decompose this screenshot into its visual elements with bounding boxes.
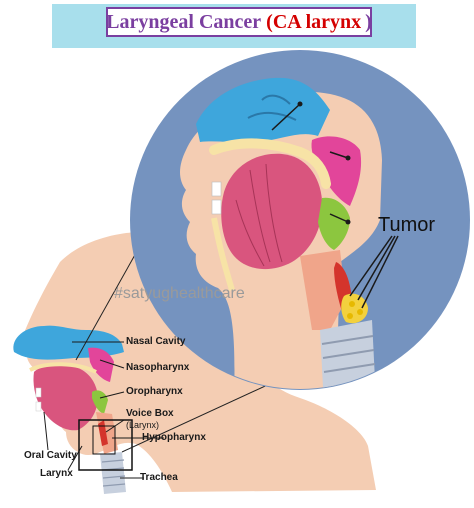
label-larynx-paren: (Larynx) [126,420,160,430]
title-box: Laryngeal Cancer (CA larynx ) [106,7,372,37]
zoom-palate [209,138,331,189]
nasopharynx-region [88,347,114,382]
label-oropharynx: Oropharynx [126,386,183,397]
palate [29,362,97,374]
title-close-paren: ) [365,10,372,33]
title-text: Laryngeal Cancer [106,10,262,33]
small-head [13,231,376,494]
ptr-voice-box [105,419,125,433]
label-trachea: Trachea [140,472,178,483]
tumor-pointer-3 [361,235,399,309]
larynx-box-inner [92,425,116,455]
zoom-trachea [320,320,376,389]
label-oral-cavity: Oral Cavity [24,450,77,461]
larynx-box-outer [78,419,133,471]
ptr-oropharynx [99,391,125,399]
zoom-nasal-cavity [196,77,330,143]
ptr-nasopharynx [99,359,125,369]
ptr-oral-cavity [43,411,49,451]
label-nasopharynx: Nasopharynx [126,362,190,373]
title-abbrev: (CA larynx [266,10,362,33]
label-hypopharynx: Hypopharynx [142,432,206,443]
ptr-larynx [67,445,83,471]
label-nasal-cavity: Nasal Cavity [126,336,186,347]
watermark: #satyughealthcare [114,285,245,302]
label-larynx: Larynx [40,468,73,479]
label-voice-box: Voice Box [126,408,174,419]
oropharynx-region [92,390,108,414]
oral-region [33,365,98,431]
tumor-pointer-2 [357,235,396,301]
zoom-nasopharynx [311,136,362,206]
tumor-label: Tumor [378,214,436,236]
zoom-tongue [221,153,323,270]
tumor-pointer-1 [349,235,393,297]
small-trachea [100,452,126,494]
zoom-oropharynx [318,197,350,250]
zoom-circle [130,50,470,390]
